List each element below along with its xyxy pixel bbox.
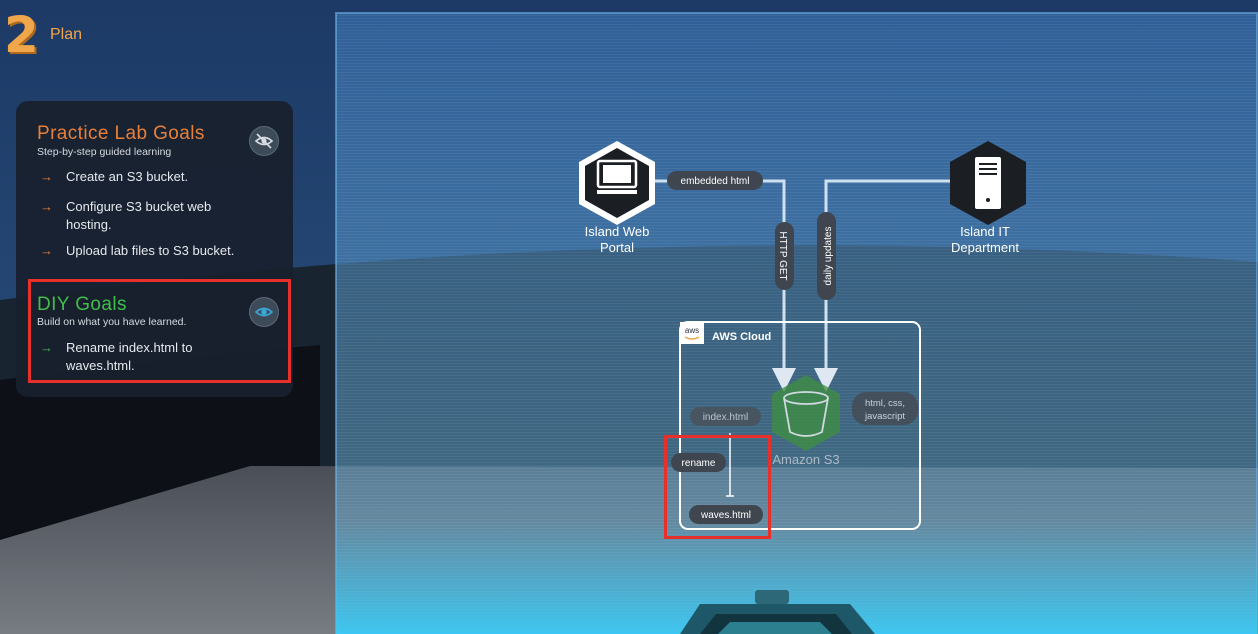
http-get-tag: HTTP GET [775, 222, 794, 290]
it-department-label-line2: Department [951, 240, 1019, 255]
connector-portal-to-s3 [655, 179, 796, 392]
http-get-label: HTTP GET [777, 231, 788, 280]
embedded-html-tag: embedded html [667, 171, 763, 190]
aws-logo: aws [685, 326, 699, 335]
aws-cloud-group: aws AWS Cloud [679, 321, 921, 530]
it-department-node[interactable] [950, 141, 1026, 225]
goal-text: Upload lab files to S3 bucket. [66, 243, 235, 258]
arrow-right-icon: → [40, 169, 53, 184]
web-portal-node[interactable] [579, 141, 655, 225]
s3-bucket-node[interactable] [772, 375, 840, 451]
diy-goals-subtitle: Build on what you have learned. [37, 316, 187, 328]
daily-updates-label: daily updates [823, 227, 834, 286]
goal-text: Create an S3 bucket. [66, 169, 189, 184]
waves-file-label: waves.html [700, 510, 751, 521]
practice-goals-toggle-button[interactable] [249, 126, 279, 156]
daily-updates-tag: daily updates [817, 212, 836, 300]
stage-label: Plan [50, 26, 83, 43]
embedded-html-label: embedded html [681, 176, 750, 187]
aws-cloud-label: AWS Cloud [712, 331, 771, 343]
server-icon [975, 157, 1001, 209]
stage-number: 2 [4, 6, 39, 64]
stage-badge: 2 Plan [2, 10, 122, 64]
arrow-right-icon: → [40, 340, 53, 355]
bucket-icon [783, 391, 829, 437]
arrow-right-icon: → [40, 199, 53, 214]
eye-icon [254, 307, 274, 317]
rename-label: rename [682, 458, 716, 469]
arrow-right-icon: → [40, 243, 53, 258]
web-portal-label-line1: Island Web [585, 224, 650, 239]
index-file-tag: index.html [690, 407, 761, 426]
web-portal-label-line2: Portal [600, 240, 634, 255]
practice-goal-item: → Upload lab files to S3 bucket. [40, 242, 270, 260]
rename-tag: rename [671, 453, 726, 472]
aws-smile-icon [684, 336, 700, 340]
index-file-label: index.html [703, 412, 749, 423]
connector-it-to-s3 [814, 179, 952, 392]
waves-file-tag: waves.html [689, 505, 763, 524]
files-tag-line1: html, css, [865, 398, 905, 409]
diy-goals-toggle-button[interactable] [249, 297, 279, 327]
files-tag: html, css, javascript [852, 392, 918, 425]
practice-goals-subtitle: Step-by-step guided learning [37, 146, 172, 158]
s3-label: Amazon S3 [772, 452, 839, 467]
it-department-label-line1: Island IT [960, 224, 1010, 239]
diy-goals-title: DIY Goals [37, 294, 127, 315]
files-tag-line2: javascript [864, 411, 905, 422]
eye-slash-icon [254, 133, 274, 149]
goals-panel: Practice Lab Goals Step-by-step guided l… [16, 101, 293, 397]
computer-icon [596, 159, 638, 194]
practice-goals-title: Practice Lab Goals [37, 123, 205, 144]
practice-goal-item: → Create an S3 bucket. [40, 168, 240, 186]
